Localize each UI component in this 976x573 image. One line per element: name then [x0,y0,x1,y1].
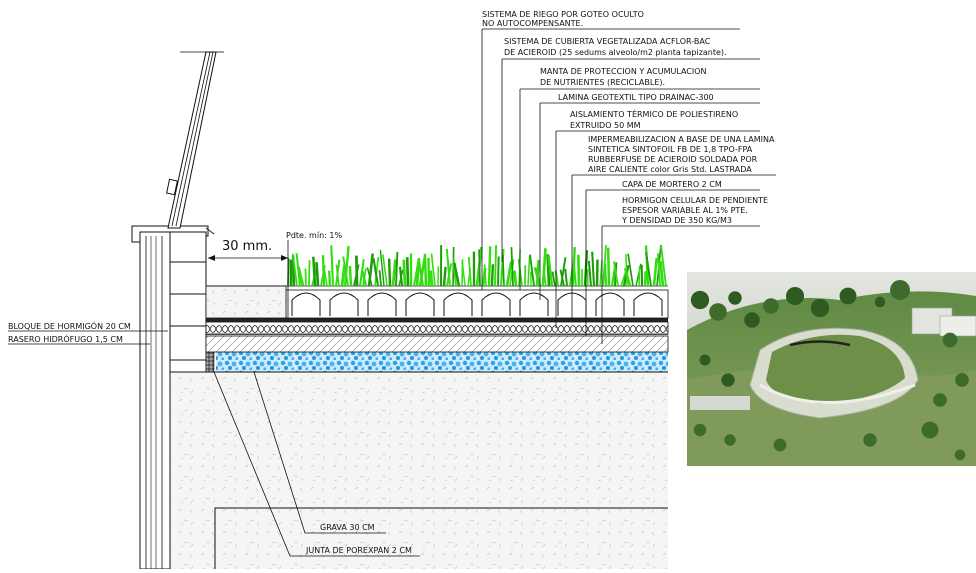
sedum-vegetation [288,245,666,286]
sedum-blade [565,269,567,286]
tree [875,297,885,307]
tree [691,291,709,309]
roof-layers [206,245,668,372]
callout-hormigon-line1: HORMIGON CELULAR DE PENDIENTE [622,196,768,205]
tree [863,433,876,446]
tree [721,373,734,386]
callout-cubierta-line1: SISTEMA DE CUBIERTA VEGETALIZADA ACFLOR-… [504,37,711,46]
sedum-blade [489,246,490,286]
callout-grava: GRAVA 30 CM [320,523,375,532]
tree [728,291,741,304]
callout-aislamiento-line2: EXTRUIDO 50 MM [570,121,641,130]
callout-cubierta-line2: DE ACIEROID (25 sedums alveolo/m2 planta… [504,48,727,57]
tree [922,422,939,439]
sedum-blade [331,245,333,286]
tree [709,303,727,321]
callout-aislamiento-line1: AISLAMIENTO TÉRMICO DE POLIESTIRENO [570,108,738,119]
gravel-layer [216,352,668,372]
tree [763,298,779,314]
sedum-blade [608,248,609,286]
slope-label: Pdte. mín: 1% [286,231,342,240]
tree [933,393,947,407]
sedum-blade [317,262,318,286]
sedum-blade [350,266,351,286]
tree [724,434,735,445]
slope-concrete-layer [206,336,668,352]
sedum-blade [444,267,446,286]
sedum-blade [503,255,504,286]
sedum-blade [578,255,579,286]
ground-concrete [168,372,668,569]
sedum-blade [528,256,530,286]
tree [955,373,969,387]
sedum-blade [498,256,499,286]
dimension-label: 30 mm. [222,239,272,254]
sedum-blade [639,266,640,286]
tree [744,312,760,328]
callout-geotextil: LAMINA GEOTEXTIL TIPO DRAINAC-300 [558,93,714,102]
sedum-blade [605,264,606,286]
sedum-blade [645,271,646,286]
callout-imper-line2: SINTETICA SINTOFOIL FB DE 1,8 TPO-FPA [588,145,753,154]
sedum-blade [396,252,397,286]
sedum-blade [309,260,310,286]
sedum-blade [425,254,426,286]
sedum-blade [305,269,306,286]
callout-manta-line2: DE NUTRIENTES (RECICLABLE). [540,78,665,87]
glazing-frame [167,52,224,234]
sedum-blade [393,259,395,286]
tree [774,439,787,452]
tree [700,355,711,366]
sedum-blade [431,271,432,286]
callout-junta: JUNTA DE POREXPAN 2 CM [305,546,412,555]
sedum-blade [492,264,493,286]
callout-imper-line3: RUBBERFUSE DE ACIEROID SOLDADA POR [588,155,758,164]
sedum-blade [654,258,657,286]
callout-imper-line1: IMPERMEABILIZACION A BASE DE UNA LAMINA [588,135,775,144]
callout-mortero: CAPA DE MORTERO 2 CM [622,180,722,189]
sedum-blade [389,259,390,286]
tree [786,287,804,305]
sedum-blade [511,247,513,286]
tree [811,299,829,317]
aerial-render-photo [687,272,976,466]
tree [955,450,966,461]
callout-imper-line4: AIRE CALIENTE color Gris Std. LASTRADA [588,165,752,174]
sedum-blade [329,271,330,286]
callout-rasero: RASERO HIDRÓFUGO 1,5 CM [8,333,123,344]
callout-hormigon-line2: ESPESOR VARIABLE AL 1% PTE. [622,206,748,215]
callout-bloque: BLOQUE DE HORMIGÓN 20 CM [8,320,131,331]
sedum-blade [356,256,357,286]
membrane-layer [206,318,668,322]
sedum-blade [592,252,594,286]
sedum-blade [313,257,315,286]
sedum-blade [404,260,405,286]
sedum-blade [515,271,516,286]
concrete-blocks [170,232,206,372]
sedum-blade [380,270,381,286]
sedum-blade [407,257,408,286]
tree [890,280,910,300]
gravel-edge-strip [206,286,286,318]
callout-manta-line1: MANTA DE PROTECCION Y ACUMULACION [540,67,707,76]
sedum-blade [428,258,429,286]
sedum-blade [495,245,496,286]
tree [943,333,958,348]
insulation-layer [206,322,668,334]
callout-riego-line1: SISTEMA DE RIEGO POR GOTEO OCULTO [482,10,644,19]
sedum-blade [589,261,591,286]
tree [694,424,706,436]
callout-hormigon-line3: Y DENSIDAD DE 350 KG/M3 [621,216,732,225]
callout-riego-line2: NO AUTOCOMPENSANTE. [482,19,583,28]
tree [840,288,857,305]
sedum-blade [479,250,480,286]
